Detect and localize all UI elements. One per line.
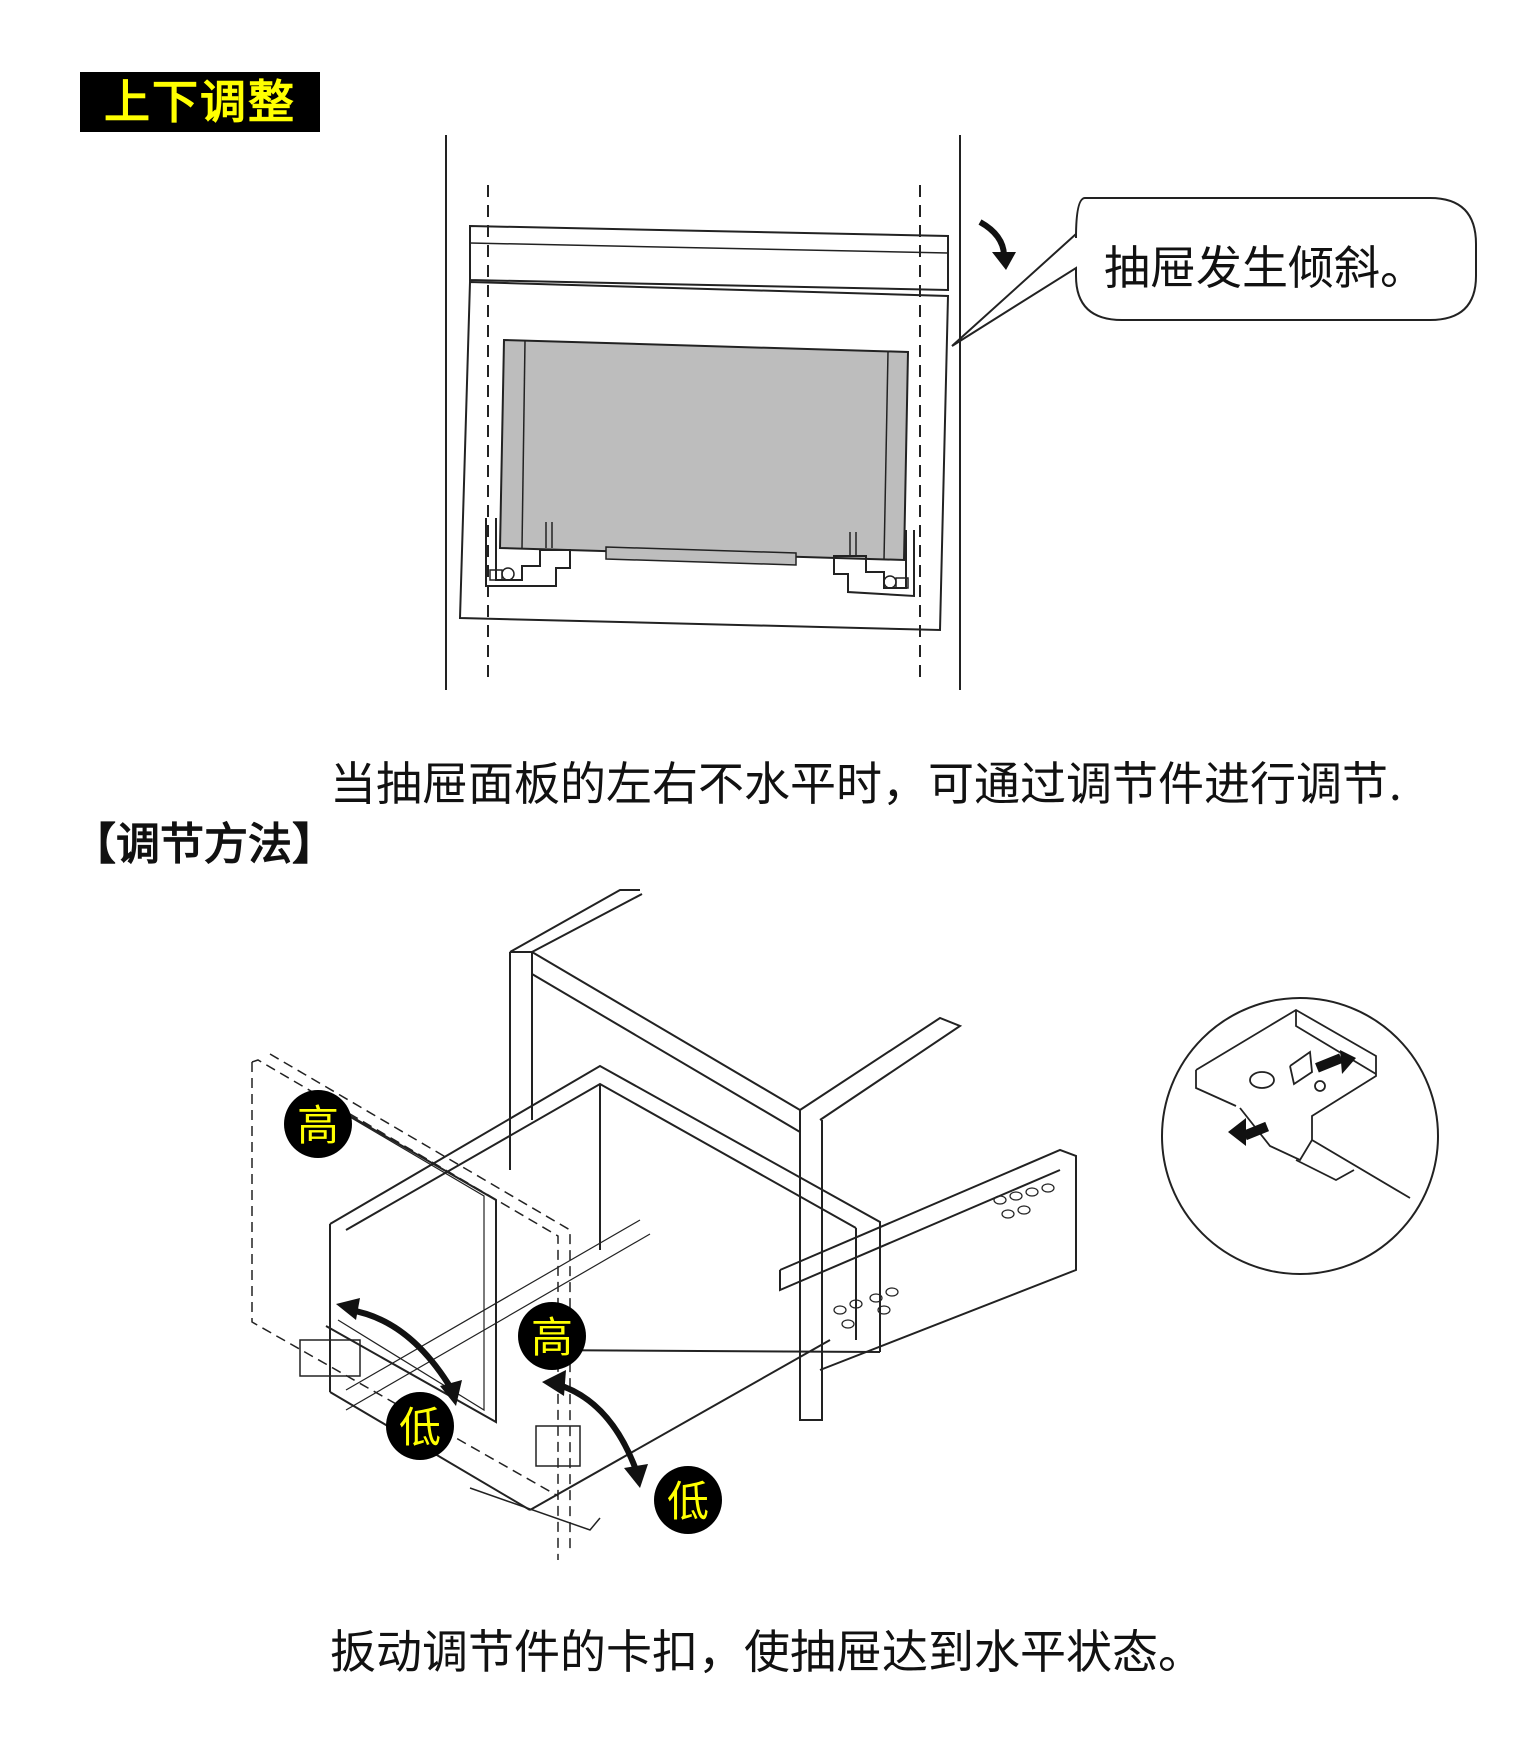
drawer-isometric-figure: 高 高 低 低 — [251, 889, 1439, 1560]
section-title: 上下调整 — [80, 72, 320, 132]
callout-text: 抽屉发生倾斜。 — [1104, 241, 1426, 295]
caption-bottom: 扳动调节件的卡扣，使抽屉达到水平状态。 — [330, 1625, 1204, 1679]
drawer-front-view-figure — [445, 135, 1477, 690]
label-high-right: 高 — [531, 1313, 573, 1362]
caption-top: 当抽屉面板的左右不水平时，可通过调节件进行调节. — [330, 757, 1403, 811]
label-low-right: 低 — [667, 1477, 709, 1526]
label-low-left: 低 — [399, 1403, 441, 1452]
label-high-left: 高 — [297, 1101, 339, 1150]
method-heading: 【调节方法】 — [72, 819, 336, 870]
